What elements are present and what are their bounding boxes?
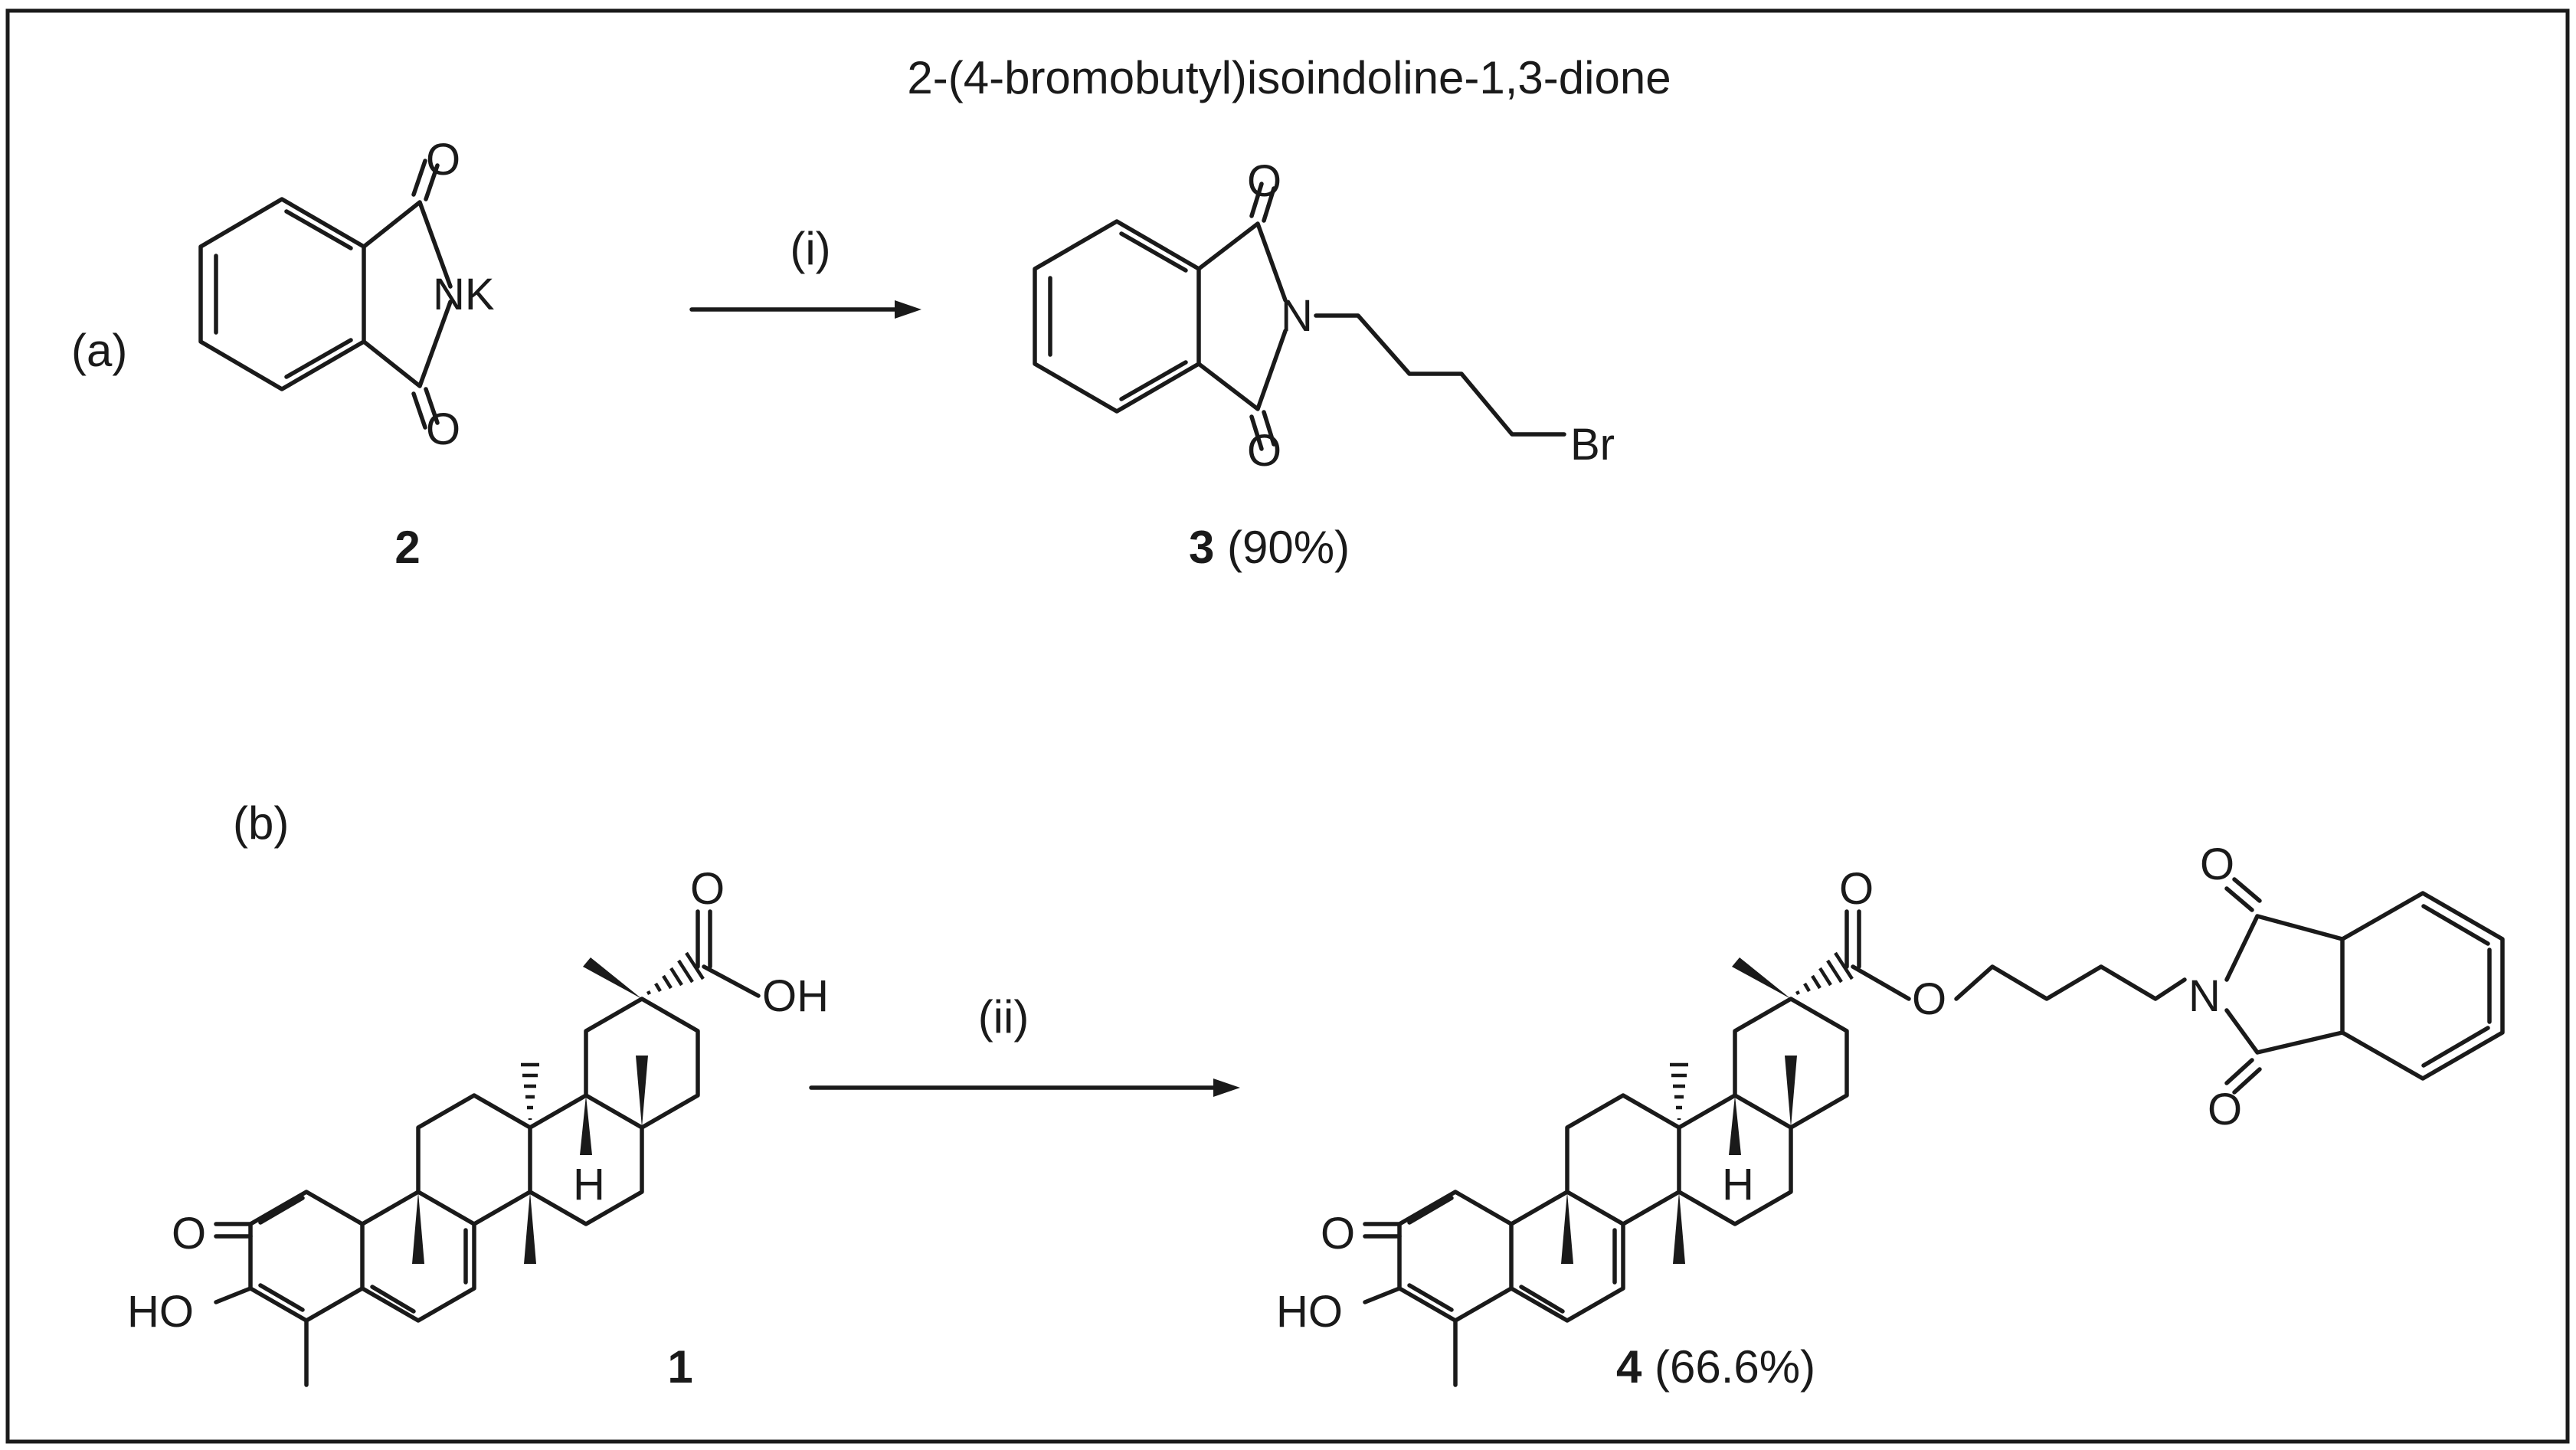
compound-4-atom-ho: HO: [1276, 1287, 1343, 1337]
compound-2-atom-o-top: O: [426, 135, 460, 185]
scheme-title: 2-(4-bromobutyl)isoindoline-1,3-dione: [907, 52, 1671, 103]
compound-1-number: 1: [667, 1341, 692, 1393]
compound-4-atom-n: N: [2188, 971, 2221, 1021]
compound-4-atom-o-ketone: O: [1321, 1209, 1355, 1259]
compound-3-number: 3: [1189, 522, 1214, 573]
compound-2-number: 2: [394, 522, 420, 573]
compound-3-yield: (90%): [1227, 522, 1350, 573]
reagent-step-i-label: (i): [790, 223, 830, 274]
compound-1-atom-h: H: [573, 1160, 605, 1209]
compound-1-atom-o-ketone: O: [172, 1209, 206, 1259]
reaction-arrow-ii: [809, 1078, 1240, 1097]
compound-4-atom-o-ester-carbonyl: O: [1839, 864, 1874, 914]
compound-4-caption: 4 (66.6%): [1616, 1341, 1815, 1393]
compound-4-atom-o-imide-bottom: O: [2208, 1085, 2242, 1134]
compound-2-atom-nk: NK: [433, 270, 495, 319]
compound-4-yield: (66.6%): [1655, 1341, 1815, 1393]
compound-3-atom-o-top: O: [1247, 156, 1281, 206]
scheme-frame: [5, 8, 2570, 1444]
compound-2-structure: [198, 159, 453, 430]
compound-2-atom-o-bottom: O: [426, 404, 460, 454]
panel-a-label: (a): [71, 325, 127, 376]
compound-4-number: 4: [1616, 1341, 1642, 1393]
compound-3-atom-o-bottom: O: [1247, 426, 1281, 476]
compound-1-structure: [216, 912, 761, 1385]
panel-b-label: (b): [233, 797, 289, 849]
compound-1-atom-o-acid: O: [690, 864, 725, 914]
compound-3-atom-n: N: [1281, 291, 1313, 341]
compound-3-structure: [1033, 182, 1566, 451]
reagent-step-ii-label: (ii): [978, 991, 1029, 1042]
reaction-arrow-i: [689, 300, 921, 319]
compound-4-structure: [1365, 877, 2505, 1385]
compound-4-atom-o-ester: O: [1912, 974, 1946, 1024]
compound-3-atom-br: Br: [1570, 420, 1615, 470]
compound-1-atom-ho: HO: [127, 1287, 194, 1337]
compound-1-atom-oh-acid: OH: [762, 971, 829, 1021]
compound-4-atom-h: H: [1722, 1160, 1754, 1209]
compound-4-atom-o-imide-top: O: [2200, 840, 2234, 889]
compound-3-caption: 3 (90%): [1189, 522, 1350, 573]
